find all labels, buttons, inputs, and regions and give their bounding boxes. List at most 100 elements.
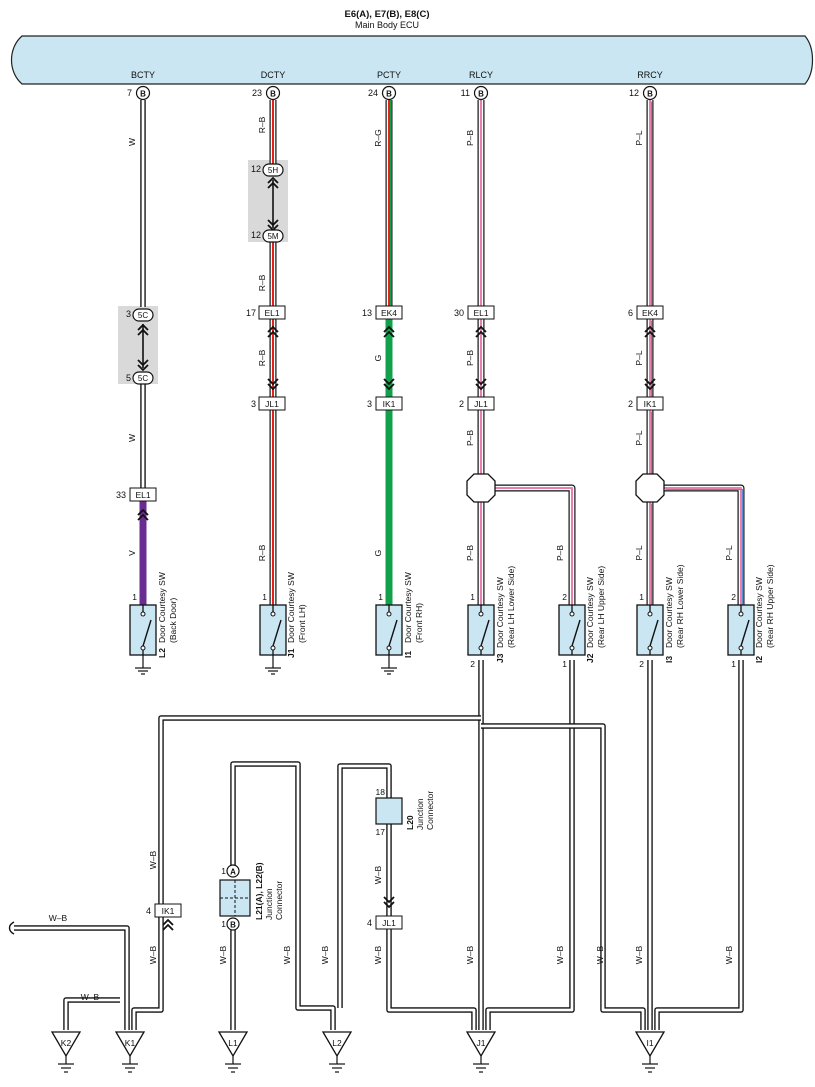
door-switch-j3: [467, 604, 495, 656]
wire-rrcy-blue-tracer: [665, 489, 743, 607]
svg-text:JL1: JL1: [382, 918, 396, 928]
switch-pin: 1: [639, 592, 644, 602]
ecu-terminal-bcty: 7 B: [127, 85, 151, 101]
wire-label: W: [127, 138, 137, 146]
ground-label: K1: [125, 1038, 136, 1048]
ecu-conn-letter: B: [140, 90, 146, 99]
svg-text:IK1: IK1: [644, 399, 657, 409]
wire-label: W–B: [148, 945, 158, 964]
wire-label: W–B: [724, 945, 734, 964]
door-switch-l2: [129, 604, 157, 675]
wire-label: R–B: [257, 544, 267, 561]
ecu-pin-number: 24: [368, 88, 378, 98]
svg-text:J1: J1: [286, 648, 296, 658]
switch-label-i2: I2 Door Courtesy SW (Rear RH Upper Side): [754, 564, 775, 663]
svg-text:B: B: [230, 921, 236, 930]
signal-rrcy: RRCY: [637, 70, 663, 80]
connector-arrow: [137, 508, 149, 521]
junction-code: 5H: [268, 166, 278, 175]
ecu-conn-letter: B: [647, 90, 653, 99]
connector-el1-17: 17 EL1: [246, 305, 286, 320]
ground-label: J1: [477, 1038, 486, 1048]
splice-point-rlcy: [466, 473, 496, 503]
switch-pin: 2: [731, 592, 736, 602]
svg-text:17: 17: [376, 827, 386, 837]
svg-text:(Back Door): (Back Door): [168, 597, 178, 643]
svg-text:3: 3: [251, 399, 256, 409]
wire-label: G: [373, 550, 383, 557]
switch-pin: 1: [470, 592, 475, 602]
svg-text:J2: J2: [585, 653, 595, 663]
junction-code: 5C: [138, 374, 148, 383]
wire-label: R–B: [257, 349, 267, 366]
junction-pin: 3: [126, 309, 131, 319]
switches: [129, 604, 755, 675]
wire-wb-j2: [485, 660, 575, 1030]
svg-text:30: 30: [454, 308, 464, 318]
ground-l1: L1: [217, 1031, 249, 1073]
grounds: K2 K1 L1 L2 J1 I1: [50, 1031, 666, 1073]
wire-label: P–L: [634, 350, 644, 365]
junction-code: 5M: [267, 232, 278, 241]
connector-jl1-3: 3 JL1: [251, 396, 286, 411]
door-switch-i3: [636, 604, 664, 656]
junction-connector-l21-l22: 1 A 1 B L21(A), L22(B) Junction Connecto…: [219, 862, 284, 931]
ecu-conn-letter: B: [386, 90, 392, 99]
ground-k1: K1: [114, 1031, 146, 1073]
svg-text:L2: L2: [157, 648, 167, 658]
wire-label: W–B: [634, 945, 644, 964]
svg-text:2: 2: [459, 399, 464, 409]
svg-text:1: 1: [221, 919, 226, 929]
connector-arrow: [475, 378, 487, 391]
svg-text:I2: I2: [754, 656, 764, 663]
svg-text:(Rear LH Upper Side): (Rear LH Upper Side): [596, 566, 606, 648]
splice-point-rrcy: [635, 473, 665, 503]
svg-text:IK1: IK1: [162, 906, 175, 916]
connector-arrow: [267, 378, 279, 391]
wire-label: R–B: [257, 274, 267, 291]
connector-arrow: [644, 378, 656, 391]
wire-label: P–B: [465, 350, 475, 366]
svg-text:I1: I1: [403, 651, 413, 658]
wire-label: W–B: [373, 865, 383, 884]
svg-text:EL1: EL1: [264, 308, 279, 318]
wire-label: P–B: [465, 545, 475, 561]
connector-jl1-4: 4 JL1: [367, 915, 403, 930]
wire-label: V: [127, 550, 137, 556]
wire-label: W–B: [465, 945, 475, 964]
wire-label: P–L: [634, 430, 644, 445]
svg-text:17: 17: [246, 308, 256, 318]
switch-label-j1: J1 Door Courtesy SW (Front LH): [286, 572, 307, 658]
wire-break-mark: [8, 921, 15, 935]
ecu-subtitle: Main Body ECU: [355, 20, 419, 30]
connector-el1-33: 33 EL1: [116, 487, 157, 502]
svg-text:Door Courtesy SW: Door Courtesy SW: [585, 577, 595, 648]
ground-l2: L2: [321, 1031, 353, 1073]
connector-arrow: [267, 325, 279, 338]
door-switch-i2: [727, 604, 755, 656]
svg-text:Junction: Junction: [264, 888, 274, 920]
signal-rlcy: RLCY: [469, 70, 493, 80]
ecu-terminal-dcty: 23 B: [252, 85, 281, 101]
svg-text:Connector: Connector: [274, 881, 284, 920]
switch-label-i1: I1 Door Courtesy SW (Front RH): [403, 572, 424, 658]
connector-arrow: [475, 325, 487, 338]
ground-label: K2: [61, 1038, 72, 1048]
svg-text:I3: I3: [664, 656, 674, 663]
svg-text:L20: L20: [405, 815, 415, 830]
wire-rrcy-upper: [664, 484, 745, 605]
svg-text:Connector: Connector: [425, 791, 435, 830]
wire-label: W–B: [320, 945, 330, 964]
ecu-conn-letter: B: [478, 90, 484, 99]
switch-label-i3: I3 Door Courtesy SW (Rear RH Lower Side): [664, 564, 685, 663]
ecu-pin-number: 11: [461, 88, 470, 98]
ecu-terminal-rlcy: 11 B: [461, 85, 489, 101]
wire-label: W–B: [595, 945, 605, 964]
switch-label-j2: J2 Door Courtesy SW (Rear LH Upper Side): [585, 566, 606, 663]
svg-text:4: 4: [367, 918, 372, 928]
connector-arrow: [383, 325, 395, 338]
ground-label: I1: [646, 1038, 653, 1048]
wire-label: W–B: [555, 945, 565, 964]
ecu-conn-letter: B: [270, 90, 276, 99]
